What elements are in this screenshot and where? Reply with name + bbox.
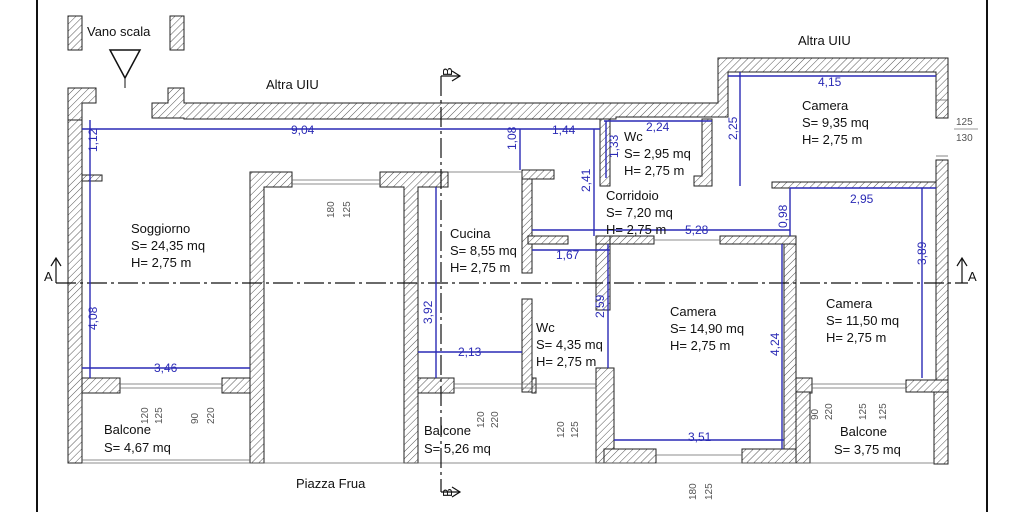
room-area: S= 4,67 mq [104,440,171,455]
room-name: Camera [670,304,717,319]
room-area: S= 8,55 mq [450,243,517,258]
room-name: Balcone [840,424,887,439]
room-area: S= 11,50 mq [826,313,899,328]
section-a-left: A [44,269,53,284]
opening-o5b: 220 [490,411,501,428]
room-area: S= 7,20 mq [606,205,673,220]
stair-arrow-icon [108,49,142,80]
room-soggiorno: Soggiorno S= 24,35 mq H= 2,75 m [131,221,205,270]
dim-108: 1,08 [505,126,519,150]
room-name: Corridoio [606,188,659,203]
room-cucina: Cucina S= 8,55 mq H= 2,75 m [450,226,517,275]
room-height: H= 2,75 m [802,132,862,147]
room-height: H= 2,75 m [826,330,886,345]
room-name: Camera [826,296,873,311]
room-area: S= 2,95 mq [624,146,691,161]
stair-label: Vano scala [87,24,151,39]
room-name: Camera [802,98,849,113]
room-balcone-left: Balcone S= 4,67 mq [104,422,171,455]
section-axes [50,70,968,498]
room-height: H= 2,75 m [131,255,191,270]
room-corridoio: Corridoio S= 7,20 mq H= 2,75 m [606,188,673,237]
opening-o8b: 125 [878,403,889,420]
room-name: Wc [536,320,555,335]
other-unit-top: Altra UIU [266,77,319,92]
dim-415: 4,15 [818,75,842,89]
room-wc-top: Wc S= 2,95 mq H= 2,75 m [624,129,691,178]
opening-o7b: 220 [824,403,835,420]
opening-o4b: 220 [206,407,217,424]
section-a-right: A [968,269,977,284]
dim-213: 2,13 [458,345,482,359]
opening-o9a: 180 [688,483,699,500]
dim-224: 2,24 [646,120,670,134]
opening-o1b: 125 [342,201,353,218]
room-area: S= 4,35 mq [536,337,603,352]
dimension-lines [82,72,936,449]
dim-392: 3,92 [421,300,435,324]
room-height: H= 2,75 m [670,338,730,353]
room-balcone-mid: Balcone S= 5,26 mq [424,423,491,456]
room-height: H= 2,75 m [536,354,596,369]
room-balcone-right: Balcone S= 3,75 mq [834,424,901,457]
room-area: S= 3,75 mq [834,442,901,457]
street-label: Piazza Frua [296,476,366,491]
dim-528: 5,28 [685,223,709,237]
room-camera-top: Camera S= 9,35 mq H= 2,75 m [802,98,869,147]
dim-241: 2,41 [579,168,593,192]
room-name: Balcone [424,423,471,438]
section-b-bottom: B [440,488,455,497]
dim-408: 4,08 [86,306,100,330]
opening-o5a: 120 [476,411,487,428]
opening-o3b: 125 [154,407,165,424]
room-area: S= 24,35 mq [131,238,205,253]
room-name: Balcone [104,422,151,437]
room-height: H= 2,75 m [624,163,684,178]
opening-o8a: 125 [858,403,869,420]
room-area: S= 5,26 mq [424,441,491,456]
room-camera-right: Camera S= 11,50 mq H= 2,75 m [826,296,899,345]
opening-o9b: 125 [704,483,715,500]
opening-o2a: 125 [956,117,973,128]
opening-o4a: 90 [190,412,201,424]
room-name: Wc [624,129,643,144]
walls [67,15,949,465]
dim-904: 9,04 [291,123,315,137]
dim-346: 3,46 [154,361,178,375]
room-area: S= 9,35 mq [802,115,869,130]
window-lines [82,99,948,464]
opening-o6a: 120 [556,421,567,438]
room-area: S= 14,90 mq [670,321,744,336]
other-unit-right: Altra UIU [798,33,851,48]
room-camera-center: Camera S= 14,90 mq H= 2,75 m [670,304,744,353]
dim-133: 1,33 [607,134,621,158]
opening-o3a: 120 [140,407,151,424]
opening-o2b: 130 [956,133,973,144]
dim-098: 0,98 [776,204,790,228]
opening-notes: 180 125 125 130 120 125 90 220 120 220 1… [140,117,978,500]
room-height: H= 2,75 m [606,222,666,237]
opening-o6b: 125 [570,421,581,438]
dim-167: 1,67 [556,248,580,262]
dim-259: 2,59 [593,294,607,318]
dim-112: 1,12 [86,128,100,152]
dimension-values: 9,04 1,12 4,08 3,46 1,08 1,44 2,24 1,33 … [86,75,929,444]
dim-389: 3,89 [915,241,929,265]
opening-o1a: 180 [326,201,337,218]
room-name: Soggiorno [131,221,190,236]
dim-295: 2,95 [850,192,874,206]
opening-o7a: 90 [810,408,821,420]
dim-351: 3,51 [688,430,712,444]
room-height: H= 2,75 m [450,260,510,275]
dim-424: 4,24 [768,332,782,356]
section-b-top: B [440,67,455,76]
room-wc-bottom: Wc S= 4,35 mq H= 2,75 m [536,320,603,369]
room-name: Cucina [450,226,491,241]
dim-144: 1,44 [552,123,576,137]
dim-225: 2,25 [726,116,740,140]
